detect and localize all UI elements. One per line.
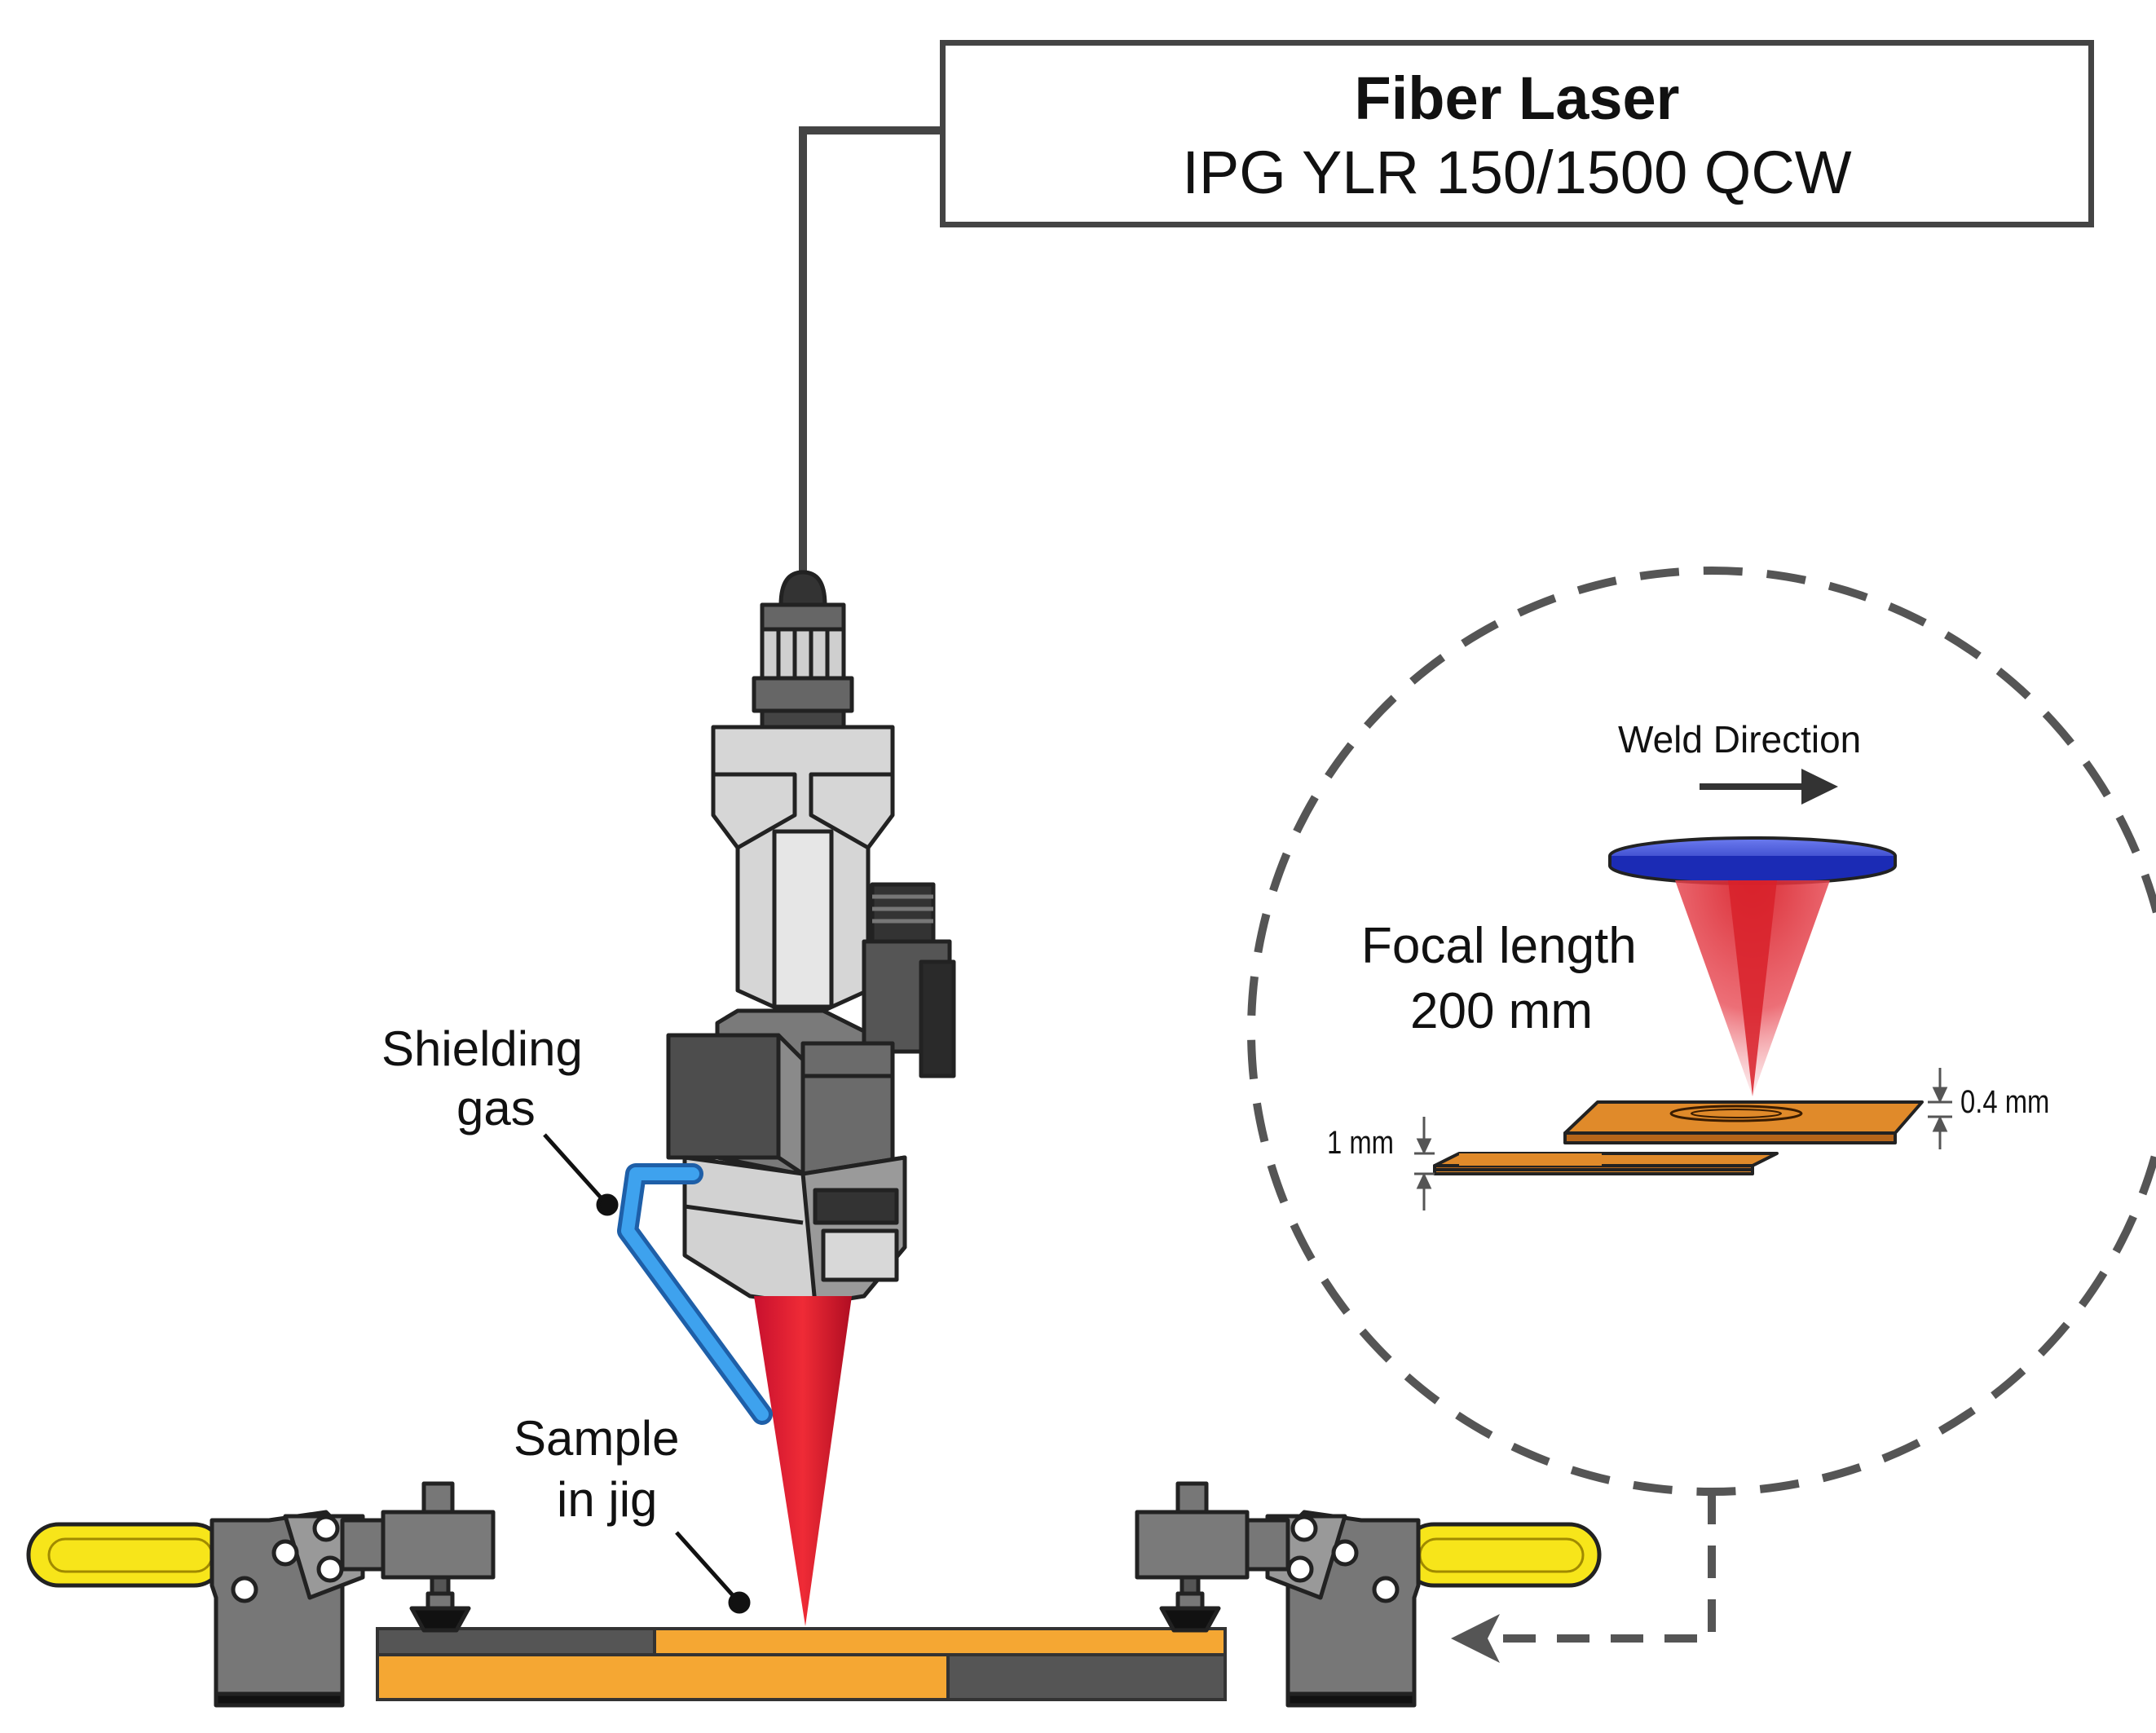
lap-joint-plates <box>1433 1100 1924 1175</box>
right-toggle-clamp <box>1135 1481 1602 1708</box>
fiber-cable <box>799 126 940 583</box>
laser-source-box: Fiber Laser IPG YLR 150/1500 QCW <box>940 40 2094 227</box>
thickness-marker-top <box>1928 1068 1952 1149</box>
focusing-lens <box>1608 836 1897 885</box>
thickness-marker-bottom <box>1414 1117 1435 1210</box>
focused-beam-cone <box>1675 880 1830 1096</box>
laser-source-title: Fiber Laser <box>1354 64 1680 132</box>
laser-head <box>666 570 956 1307</box>
shielding-gas-tube <box>617 1163 773 1425</box>
weld-direction-arrow <box>1700 769 1838 805</box>
top-plate-thickness-label: 0.4 mm <box>1960 1084 2050 1120</box>
sample-in-jig <box>376 1627 1227 1701</box>
leader-lines <box>543 1133 751 1614</box>
sample-label-line1: Sample <box>514 1411 680 1466</box>
sample-label-line2: in jig <box>557 1472 658 1527</box>
shielding-gas-label-line2: gas <box>456 1081 536 1135</box>
shielding-gas-label-line1: Shielding <box>381 1021 583 1076</box>
detail-zoom-circle <box>1247 567 2156 1496</box>
bottom-plate-thickness-label: 1 mm <box>1327 1125 1394 1161</box>
connector-arrowhead <box>1451 1614 1500 1663</box>
detail-connector-arrow <box>1492 1492 1716 1643</box>
laser-beam <box>754 1296 852 1626</box>
left-toggle-clamp <box>26 1481 496 1708</box>
weld-direction-label: Weld Direction <box>1618 718 1862 761</box>
focal-length-label-line1: Focal length <box>1361 918 1637 974</box>
focal-length-label-line2: 200 mm <box>1410 983 1593 1039</box>
laser-source-model: IPG YLR 150/1500 QCW <box>1182 139 1852 206</box>
